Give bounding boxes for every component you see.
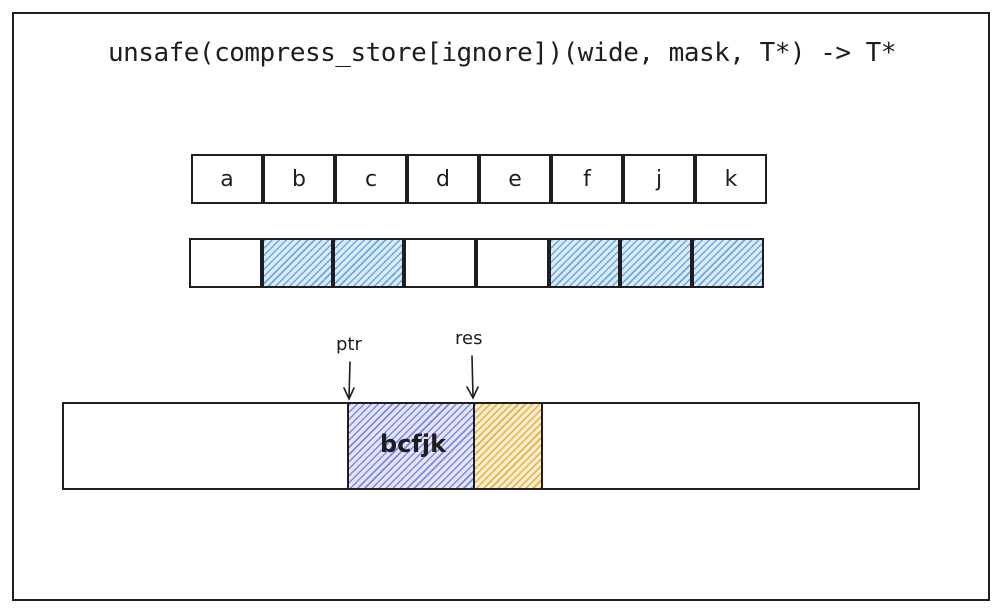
value-cell-k: k bbox=[695, 154, 767, 204]
ptr-arrow-shaft bbox=[348, 361, 351, 399]
value-cell-a: a bbox=[191, 154, 263, 204]
mask-cell-4 bbox=[476, 238, 549, 288]
value-cell-f: f bbox=[551, 154, 623, 204]
stored-segment bbox=[347, 402, 475, 490]
value-cell-b: b bbox=[263, 154, 335, 204]
mask-cell-3 bbox=[404, 238, 476, 288]
mask-cell-5 bbox=[549, 238, 620, 288]
mask-cell-6 bbox=[620, 238, 692, 288]
next-slot-segment bbox=[473, 402, 543, 490]
mask-cell-2 bbox=[333, 238, 404, 288]
mask-cell-7 bbox=[692, 238, 764, 288]
stored-segment-label: bcfjk bbox=[380, 430, 447, 458]
diagram-title: unsafe(compress_store[ignore])(wide, mas… bbox=[108, 38, 896, 68]
mask-cell-1 bbox=[262, 238, 333, 288]
res-label: res bbox=[455, 328, 483, 349]
ptr-label: ptr bbox=[336, 334, 362, 355]
value-cell-d: d bbox=[407, 154, 479, 204]
diagram-frame bbox=[12, 12, 990, 601]
value-cell-j: j bbox=[623, 154, 695, 204]
res-arrow-head bbox=[466, 386, 479, 400]
value-cell-e: e bbox=[479, 154, 551, 204]
mask-cell-0 bbox=[189, 238, 262, 288]
res-arrow-shaft bbox=[471, 355, 474, 398]
ptr-arrow-head bbox=[343, 387, 355, 401]
value-cell-c: c bbox=[335, 154, 407, 204]
